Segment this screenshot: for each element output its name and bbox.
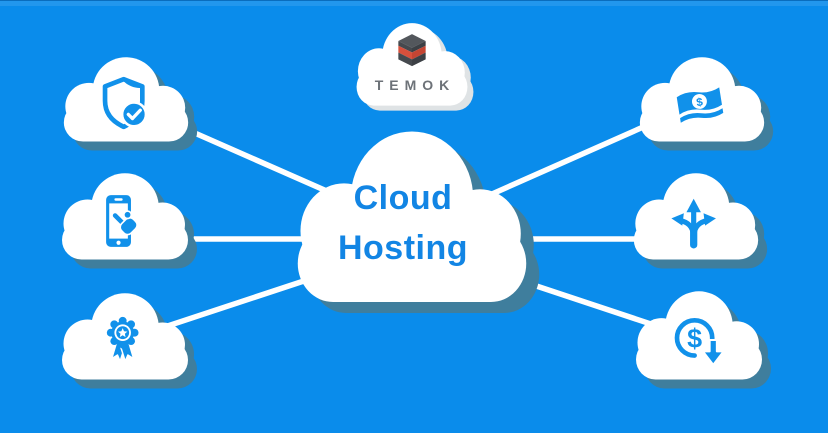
cloud-node-flexibility xyxy=(622,171,770,269)
cloud-node-mobile-access xyxy=(50,171,200,269)
shield-check-icon xyxy=(102,77,148,130)
dollar-sign: $ xyxy=(687,323,702,353)
center-title-line2: Hosting xyxy=(337,229,469,267)
cloud-node-money-savings: $ xyxy=(628,55,776,151)
dollar-sign: $ xyxy=(696,97,705,110)
branch-arrows-icon xyxy=(671,198,716,248)
dollar-down-icon: $ xyxy=(674,317,725,366)
center-title: Cloud Hosting xyxy=(276,173,530,273)
cloud-node-security xyxy=(52,55,200,151)
award-ribbon-icon xyxy=(106,316,139,362)
center-title-line1: Cloud xyxy=(353,179,453,217)
phone-touch-icon xyxy=(106,194,138,247)
money-bill-icon: $ xyxy=(676,87,724,124)
center-cloud: Cloud Hosting xyxy=(276,127,548,314)
logo-wordmark: TEMOK xyxy=(374,77,456,93)
cloud-node-cost-reduction: $ xyxy=(624,289,774,389)
logo-cloud: TEMOK xyxy=(346,21,478,111)
temok-cube-icon xyxy=(398,34,426,67)
cloud-node-quality-award xyxy=(50,291,200,389)
